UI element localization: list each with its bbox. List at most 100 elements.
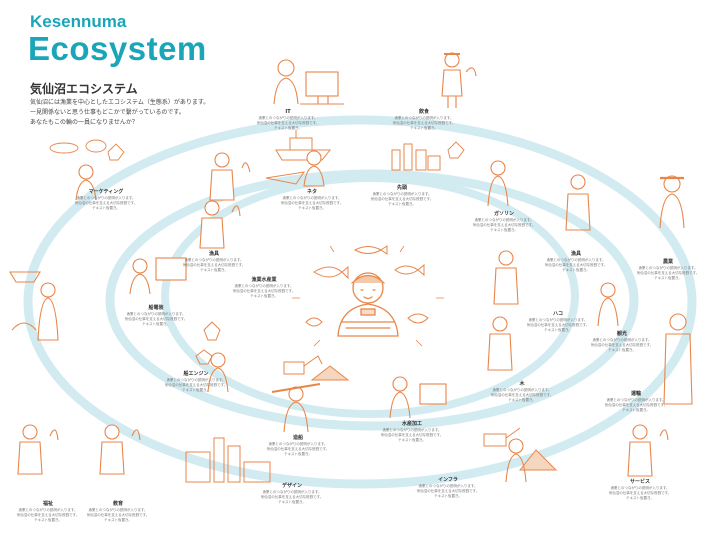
node-label: インフラ [438,477,458,483]
node-desc-2: 気仙沼の仕事を支える大切な役割です。 [266,447,330,451]
crane-icon [283,355,350,381]
node-unsou: 運輸 漁業とのつながりの説明が入ります。 気仙沼の仕事を支える大切な役割です。 … [588,390,684,413]
node-label: 福祉 [42,501,53,507]
node-label: 船電装 [148,305,164,311]
node-funeengine: 船エンジン 漁業とのつながりの説明が入ります。 気仙沼の仕事を支える大切な役割で… [148,370,244,393]
node-desc-2: 気仙沼の仕事を支える大切な役割です。 [16,513,80,517]
fisherman-kyoiku-icon [99,424,141,475]
node-desc-3: テキスト仮置き。 [608,348,636,352]
inner-ring [161,174,579,418]
node-desc-1: 漁業とのつながりの説明が入ります。 [126,312,186,316]
node-desc-1: 漁業とのつながりの説明が入ります。 [282,196,342,200]
node-label: 先頭 [396,185,407,191]
node-label: ガソリン [493,211,514,217]
node-label: 木 [519,381,525,387]
node-label: 漁具 [208,251,219,257]
node-desc-1: 漁業とのつながりの説明が入ります。 [268,442,328,446]
squid-icon [195,321,221,365]
node-desc-3: テキスト仮置き。 [562,268,590,272]
node-desc-2: 気仙沼の仕事を支える大切な役割です。 [280,201,344,205]
node-label: 船エンジン [183,371,209,377]
node-desc-3: テキスト仮置き。 [182,388,210,392]
woman-fukushi-icon [9,271,59,341]
node-label: サービス [629,479,650,485]
node-desc-2: 気仙沼の仕事を支える大切な役割です。 [164,383,228,387]
brand-line-2: Ecosystem [28,30,207,67]
worker-gyogu-icon [565,174,591,231]
worker-it-icon [273,59,299,105]
fisherman-service-icon [627,424,669,477]
node-design: デザイン 漁業とのつながりの説明が入ります。 気仙沼の仕事を支える大切な役割です… [244,482,340,505]
computer-icon [300,71,344,105]
node-fukushi: 福祉 漁業とのつながりの説明が入ります。 気仙沼の仕事を支える大切な役割です。 … [0,500,96,523]
bottles-icon [391,143,441,171]
node-infra: インフラ 漁業とのつながりの説明が入ります。 気仙沼の仕事を支える大切な役割です… [400,476,496,499]
farmer-icon [659,175,685,229]
node-desc-2: 気仙沼の仕事を支える大切な役割です。 [604,403,668,407]
node-desc-3: テキスト仮置き。 [34,518,62,522]
node-desc-3: テキスト仮置き。 [434,494,462,498]
fisherman-gyogyo-icon [199,200,241,249]
stone-pile-icon [483,427,558,471]
node-label: 観光 [616,331,627,337]
node-desc-3: テキスト仮置き。 [398,438,426,442]
node-desc-2: 気仙沼の仕事を支える大切な役割です。 [490,393,554,397]
node-hako: ハコ 漁業とのつながりの説明が入ります。 気仙沼の仕事を支える大切な役割です。 … [510,310,606,333]
node-desc-3: テキスト仮置き。 [490,228,518,232]
fisherman-marketing-icon [75,164,97,201]
node-kanko: 先頭 漁業とのつながりの説明が入ります。 気仙沼の仕事を支える大切な役割です。 … [354,184,450,207]
node-label: 造船 [292,435,303,441]
node-label: 運輸 [630,391,641,397]
node-desc-2: 気仙沼の仕事を支える大切な役割です。 [260,495,324,499]
node-label: 農業 [662,259,673,265]
outer-ring [23,115,697,489]
node-desc-1: 漁業とのつながりの説明が入ります。 [610,486,670,490]
node-service: サービス 漁業とのつながりの説明が入ります。 気仙沼の仕事を支える大切な役割です… [592,478,688,501]
fisherman-ki-icon [487,316,513,371]
worker-kanko2-icon [597,282,619,327]
boat-icon [265,130,332,185]
node-desc-2: 気仙沼の仕事を支える大切な役割です。 [370,197,434,201]
node-desc-1: 漁業とのつながりの説明が入ります。 [18,508,78,512]
node-label: 漁具 [570,251,581,257]
node-desc-2: 気仙沼の仕事を支える大切な役割です。 [380,433,444,437]
node-desc-3: テキスト仮置き。 [284,452,312,456]
center-desc-3: テキスト仮置き。 [250,294,278,298]
node-desc-2: 気仙沼の仕事を支える大切な役割です。 [472,223,536,227]
node-desc-1: 漁業とのつながりの説明が入ります。 [76,196,136,200]
node-kanko2: 観光 漁業とのつながりの説明が入ります。 気仙沼の仕事を支える大切な役割です。 … [574,330,670,353]
node-zosen: 造船 漁業とのつながりの説明が入ります。 気仙沼の仕事を支える大切な役割です。 … [250,434,346,457]
node-kyoiku: 教育 漁業とのつながりの説明が入ります。 気仙沼の仕事を支える大切な役割です。 … [70,500,166,523]
node-desc-3: テキスト仮置き。 [654,276,682,280]
node-desc-3: テキスト仮置き。 [278,500,306,504]
node-label: 教育 [112,501,123,507]
node-nousan: 農業 漁業とのつながりの説明が入ります。 気仙沼の仕事を支える大切な役割です。 … [620,258,716,281]
node-desc-3: テキスト仮置き。 [410,126,438,130]
center-label: 漁業水産業 [251,277,277,283]
man-unsou-icon [663,313,693,405]
node-desc-1: 漁業とのつながりの説明が入ります。 [474,218,534,222]
node-gasoline: ガソリン 漁業とのつながりの説明が入ります。 気仙沼の仕事を支える大切な役割です… [456,210,552,233]
page-title: 気仙沼エコシステム [30,82,138,96]
node-desc-2: 気仙沼の仕事を支える大切な役割です。 [392,121,456,125]
center-node: 漁業水産業 漁業とのつながりの説明が入ります。 気仙沼の仕事を支える大切な役割で… [226,276,302,299]
node-ese: ネタ 漁業とのつながりの説明が入ります。 気仙沼の仕事を支える大切な役割です。 … [264,188,360,211]
food-plate-icon [49,139,465,161]
products-design-icon [185,437,271,483]
node-desc-3: テキスト仮置き。 [388,202,416,206]
node-desc-3: テキスト仮置き。 [104,518,132,522]
node-label: ネタ [306,189,317,195]
node-desc-1: 漁業とのつながりの説明が入ります。 [528,318,588,322]
worker-funabito-icon [129,257,187,295]
node-label: 飲食 [418,109,429,115]
node-desc-1: 漁業とのつながりの説明が入ります。 [262,490,322,494]
node-desc-1: 漁業とのつながりの説明が入ります。 [394,116,454,120]
node-desc-3: テキスト仮置き。 [200,268,228,272]
worker-funeengine-icon [207,352,229,393]
node-desc-1: 漁業とのつながりの説明が入ります。 [592,338,652,342]
intro-line-3: あなたもこの輪の一員になりませんか？ [30,119,138,126]
node-funabito: 船電装 漁業とのつながりの説明が入ります。 気仙沼の仕事を支える大切な役割です。… [108,304,204,327]
intro-line-2: 一見関係ないと思う仕事もどこかで繋がっているのです。 [30,109,185,116]
node-label: マーケティング [88,189,124,195]
